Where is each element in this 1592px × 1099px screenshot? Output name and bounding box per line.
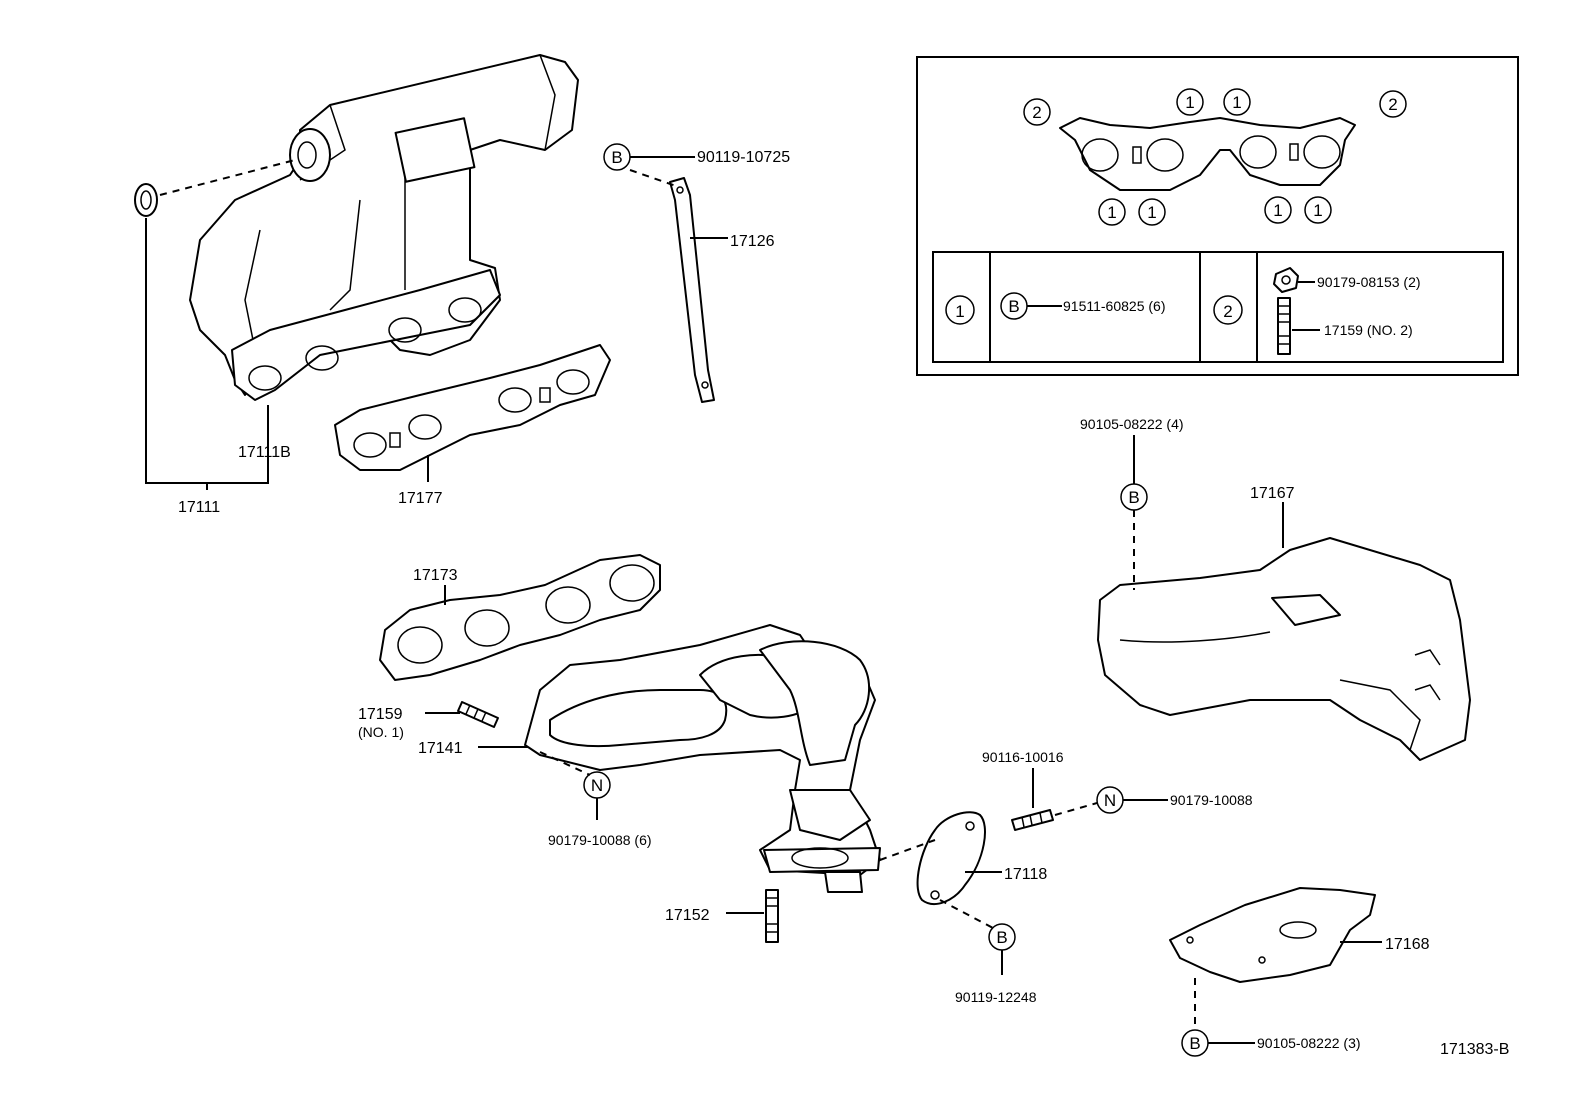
callout-1: 1	[1185, 93, 1194, 112]
label-17159-no1: 17159	[358, 706, 403, 723]
label-90179-10088: 90179-10088	[1170, 792, 1253, 808]
legend-callout-2: 2	[1223, 302, 1232, 321]
manifold-stay-17126	[669, 177, 715, 403]
callout-2-right: 2	[1388, 95, 1397, 114]
svg-text:N: N	[1104, 791, 1116, 810]
stud-90116-10016	[1011, 809, 1054, 831]
legend-bolt-b: B	[1008, 297, 1019, 316]
stud-17152	[765, 889, 779, 943]
label-17168: 17168	[1385, 936, 1430, 953]
seal-ring	[134, 183, 158, 217]
stud-17159-no1	[457, 701, 499, 728]
exhaust-manifold-17141	[524, 624, 881, 893]
callout-2-left: 2	[1032, 103, 1041, 122]
label-17126: 17126	[730, 233, 775, 250]
label-17111b: 17111B	[238, 444, 291, 461]
svg-text:B: B	[611, 148, 622, 167]
callout-1: 1	[1313, 201, 1322, 220]
heat-insulator-17167	[1097, 537, 1471, 761]
label-17111: 17111	[178, 499, 220, 516]
label-17173: 17173	[413, 567, 458, 584]
label-17118: 17118	[1004, 866, 1047, 883]
nut-icon	[1273, 267, 1299, 293]
legend-callout-1: 1	[955, 302, 964, 321]
svg-text:N: N	[591, 776, 603, 795]
label-17167: 17167	[1250, 485, 1295, 502]
gasket-17118	[916, 811, 986, 905]
label-17152: 17152	[665, 907, 710, 924]
legend-part-17159-no2: 17159 (NO. 2)	[1324, 322, 1413, 338]
legend-part-90179-08153: 90179-08153 (2)	[1317, 274, 1421, 290]
label-17177: 17177	[398, 490, 443, 507]
label-90179-10088-6: 90179-10088 (6)	[548, 832, 652, 848]
label-90105-08222-4: 90105-08222 (4)	[1080, 416, 1184, 432]
heat-insulator-17168	[1169, 887, 1376, 983]
gasket-17177	[334, 344, 611, 471]
intake-manifold-17111b	[189, 54, 579, 401]
label-90119-12248: 90119-12248	[955, 989, 1037, 1005]
label-17141: 17141	[418, 740, 463, 757]
svg-text:B: B	[1189, 1034, 1200, 1053]
callout-1: 1	[1273, 201, 1282, 220]
svg-text:B: B	[1128, 488, 1139, 507]
gasket-17173	[379, 554, 661, 681]
gasket-legend-box	[916, 56, 1519, 376]
stud-icon	[1277, 297, 1291, 355]
label-17159-no1-sub: (NO. 1)	[358, 724, 404, 740]
label-90119-10725: 90119-10725	[697, 149, 790, 166]
callout-1: 1	[1147, 203, 1156, 222]
diagram-reference-code: 171383-B	[1440, 1041, 1509, 1058]
label-90116-10016: 90116-10016	[982, 749, 1064, 765]
legend-part-91511-60825: 91511-60825 (6)	[1063, 298, 1165, 314]
svg-text:B: B	[996, 928, 1007, 947]
legend-table	[932, 251, 1504, 363]
callout-1: 1	[1232, 93, 1241, 112]
label-90105-08222-3: 90105-08222 (3)	[1257, 1035, 1361, 1051]
callout-1: 1	[1107, 203, 1116, 222]
